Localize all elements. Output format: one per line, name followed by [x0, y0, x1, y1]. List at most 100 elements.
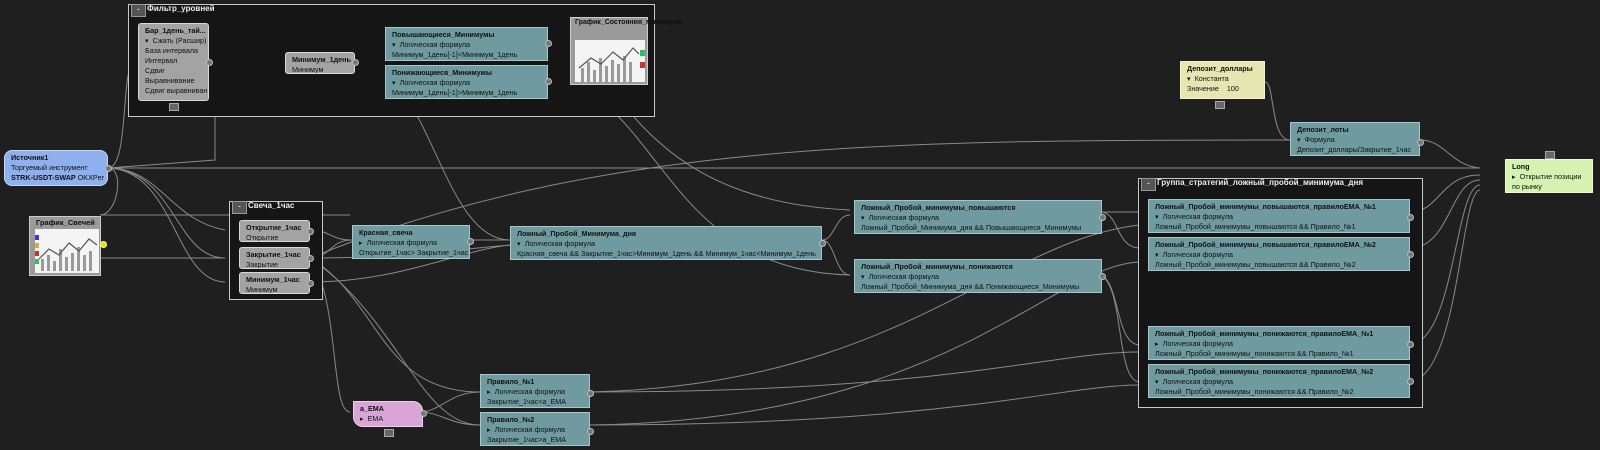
strategy-rise-ema1-node[interactable]: Ложный_Пробой_минимумы_повышаются_правил…	[1148, 199, 1410, 233]
node-type[interactable]: Логическая формула	[1155, 250, 1403, 260]
strategy-rise-ema2-node[interactable]: Ложный_Пробой_минимумы_повышаются_правил…	[1148, 237, 1410, 271]
node-title: Повышающиеся_Минимумы	[392, 30, 495, 39]
bar-1d-node[interactable]: Бар_1день_тай... Сжать (Расшир) База инт…	[138, 23, 209, 101]
output-port[interactable]	[1407, 378, 1414, 385]
output-port[interactable]	[545, 40, 552, 47]
value[interactable]: 100	[1226, 84, 1239, 93]
group-title: Фильтр_уровней	[147, 4, 215, 13]
deposit-lots-node[interactable]: Депозит_лоты Формула Депозит_доллары/Зак…	[1290, 122, 1420, 156]
node-title: Long	[1512, 162, 1530, 171]
param-item: Сдвиг выравниван	[145, 86, 208, 95]
collapse-button[interactable]: -	[232, 201, 247, 214]
output-port[interactable]	[1407, 214, 1414, 221]
node-mode[interactable]: Сжать (Расшир)	[145, 36, 207, 46]
output-port[interactable]	[467, 238, 474, 245]
long-top-handle[interactable]	[1545, 151, 1555, 159]
rule2-node[interactable]: Правило_№2 Логическая формула Закрытие_1…	[480, 412, 590, 446]
node-type[interactable]: Константа	[1187, 74, 1258, 84]
node-type[interactable]: Логическая формула	[1155, 339, 1403, 349]
fb-falling-node[interactable]: Ложный_Пробой_минимумы_понижаются Логиче…	[854, 259, 1102, 293]
deposit-usd-node[interactable]: Депозит_доллары Константа Значение 100	[1180, 61, 1265, 99]
chart-thumbnail-icon	[35, 229, 99, 273]
node-formula: Ложный_Пробой_минимумы_повышаются && Пра…	[1155, 222, 1356, 231]
node-instrument: STRK-USDT-SWAP OKXPer	[11, 173, 104, 183]
node-formula: Ложный_Пробой_минимумы_понижаются && Пра…	[1155, 349, 1354, 358]
node-title: Депозит_доллары	[1187, 64, 1253, 73]
node-type[interactable]: Формула	[1297, 135, 1413, 145]
node-subtitle: Минимум	[246, 285, 278, 294]
node-title: Ложный_Пробой_минимумы_повышаются	[861, 203, 1016, 212]
node-type[interactable]: Логическая формула	[359, 238, 463, 248]
node-title: Ложный_Пробой_минимумы_понижаются_правил…	[1155, 367, 1374, 376]
node-formula: Открытие_1час> Закрытие_1час	[359, 248, 469, 257]
low-1h-node[interactable]: Минимум_1час Минимум	[239, 272, 310, 294]
output-port[interactable]	[307, 280, 314, 287]
collapse-button[interactable]: -	[131, 4, 146, 17]
node-title: График_Свечей	[36, 218, 95, 227]
state-chart-node[interactable]: График_Состояния_минимума	[570, 17, 682, 85]
output-port[interactable]	[587, 390, 594, 397]
group-title: Свеча_1час	[248, 201, 295, 210]
red-candle-node[interactable]: Красная_свеча Логическая формула Открыти…	[352, 225, 470, 259]
output-port[interactable]	[1099, 214, 1106, 221]
rule1-node[interactable]: Правило_№1 Логическая формула Закрытие_1…	[480, 374, 590, 408]
node-action[interactable]: Открытие позиции по рынку	[1512, 172, 1586, 192]
rising-mins-node[interactable]: Повышающиеся_Минимумы Логическая формула…	[385, 27, 548, 61]
output-port[interactable]	[352, 59, 359, 66]
node-title: Открытие_1час	[246, 223, 302, 232]
node-type[interactable]: Логическая формула	[1155, 212, 1403, 222]
deposit-handle[interactable]	[1215, 101, 1225, 109]
close-1h-node[interactable]: Закрытие_1час Закрытие	[239, 247, 310, 269]
output-port[interactable]	[307, 255, 314, 262]
param-item: Интервал	[145, 56, 178, 65]
param-item: Сдвиг	[145, 66, 165, 75]
candle-chart-node[interactable]: График_Свечей	[29, 216, 101, 276]
ema-node[interactable]: a_EMA EMA	[353, 401, 423, 427]
open-1h-node[interactable]: Открытие_1час Открытие	[239, 220, 310, 242]
output-port[interactable]	[105, 165, 112, 172]
strategy-fall-ema2-node[interactable]: Ложный_Пробой_минимумы_понижаются_правил…	[1148, 364, 1410, 398]
node-title: Ложный_Пробой_Минимума_дня	[517, 229, 637, 238]
min-1d-node[interactable]: Минимум_1день Минимум	[285, 52, 355, 74]
node-title: Правило_№1	[487, 377, 535, 386]
output-port[interactable]	[1099, 273, 1106, 280]
node-type[interactable]: Логическая формула	[392, 78, 541, 88]
output-port[interactable]	[1407, 341, 1414, 348]
bar-handle[interactable]	[169, 103, 179, 111]
param-item: База интервала	[145, 46, 199, 55]
node-type[interactable]: Логическая формула	[487, 387, 583, 397]
false-break-node[interactable]: Ложный_Пробой_Минимума_дня Логическая фо…	[510, 226, 822, 260]
strategy-fall-ema1-node[interactable]: Ложный_Пробой_минимумы_понижаются_правил…	[1148, 326, 1410, 360]
node-type[interactable]: Логическая формула	[517, 239, 815, 249]
falling-mins-node[interactable]: Понижающиеся_Минимумы Логическая формула…	[385, 65, 548, 99]
node-title: График_Состояния_минимума	[575, 19, 682, 26]
node-formula: Красная_свеча && Закрытие_1час>Минимум_1…	[517, 249, 816, 258]
node-formula: Ложный_Пробой_Минимума_дня && Понижающие…	[861, 282, 1080, 291]
node-type[interactable]: Логическая формула	[392, 40, 541, 50]
output-port[interactable]	[1417, 139, 1424, 146]
collapse-button[interactable]: -	[1141, 178, 1156, 191]
node-type[interactable]: Логическая формула	[1155, 377, 1403, 387]
long-node[interactable]: Long Открытие позиции по рынку	[1505, 159, 1593, 193]
output-port[interactable]	[545, 78, 552, 85]
output-port[interactable]	[1407, 251, 1414, 258]
node-title: Красная_свеча	[359, 228, 413, 237]
node-subtitle: Закрытие	[246, 260, 278, 269]
node-title: Депозит_лоты	[1297, 125, 1349, 134]
source-node[interactable]: Источник1 Торгуемый инструмент STRK-USDT…	[4, 150, 108, 186]
output-port[interactable]	[206, 59, 213, 66]
chart-output-port[interactable]	[100, 241, 107, 248]
fb-rising-node[interactable]: Ложный_Пробой_минимумы_повышаются Логиче…	[854, 200, 1102, 234]
node-formula: Ложный_Пробой_Минимума_дня && Повышающие…	[861, 223, 1082, 232]
output-port[interactable]	[819, 240, 826, 247]
node-formula: Минимум_1день[-1]<Минимум_1день	[392, 50, 518, 59]
output-port[interactable]	[587, 428, 594, 435]
node-formula: Ложный_Пробой_минимумы_повышаются && Пра…	[1155, 260, 1356, 269]
node-type[interactable]: Логическая формула	[861, 272, 1095, 282]
node-type[interactable]: Логическая формула	[861, 213, 1095, 223]
node-type[interactable]: EMA	[360, 414, 416, 424]
output-port[interactable]	[420, 410, 427, 417]
ema-handle[interactable]	[384, 429, 394, 437]
output-port[interactable]	[307, 228, 314, 235]
node-type[interactable]: Логическая формула	[487, 425, 583, 435]
